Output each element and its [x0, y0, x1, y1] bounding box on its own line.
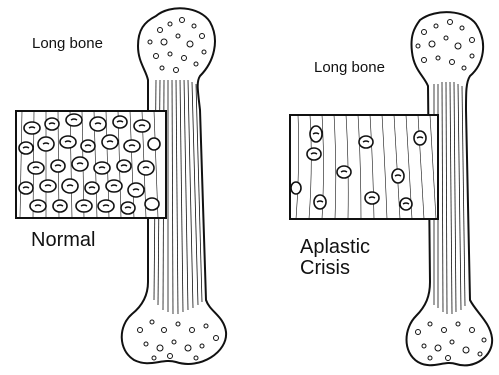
long-bone-label-left: Long bone	[32, 36, 103, 51]
normal-caption: Normal	[31, 230, 95, 250]
aplastic-caption-line1: Aplastic	[300, 237, 370, 258]
marrow-inset-normal	[16, 111, 166, 218]
aplastic-crisis-caption: Aplastic Crisis	[300, 237, 370, 279]
aplastic-caption-line2: Crisis	[300, 258, 370, 279]
long-bone-label-right: Long bone	[314, 60, 385, 75]
marrow-inset-aplastic	[290, 115, 438, 219]
